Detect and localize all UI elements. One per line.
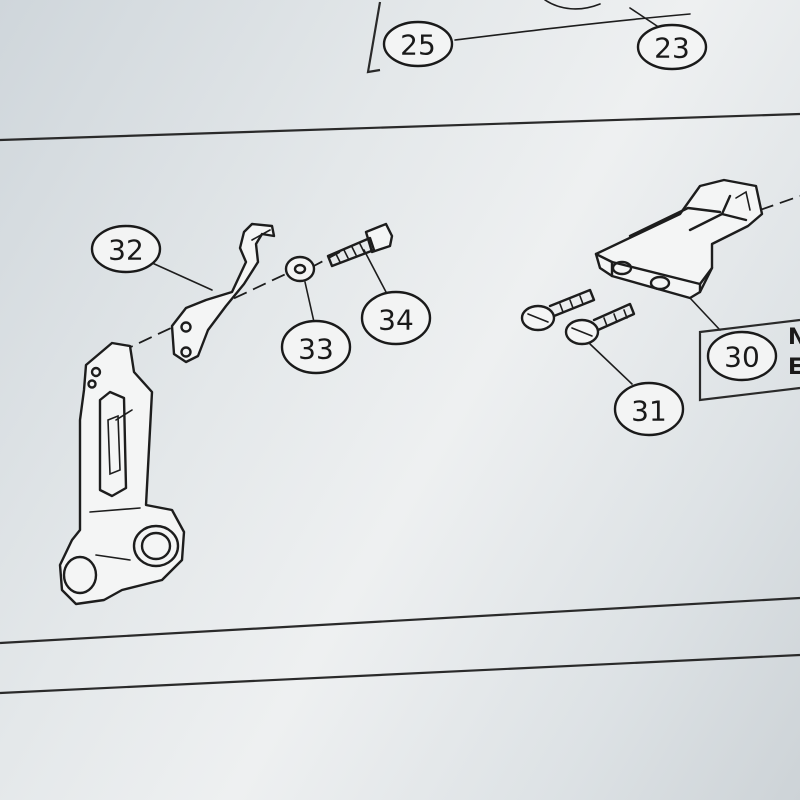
callout-34-label: 34 bbox=[378, 304, 414, 337]
assembly-axis-left-2 bbox=[309, 251, 341, 269]
leader-33 bbox=[304, 281, 315, 323]
section-divider-bottom-2 bbox=[0, 653, 800, 695]
section-divider-top bbox=[0, 112, 800, 142]
bracket-block-part-30 bbox=[594, 178, 764, 300]
callout-32-label: 32 bbox=[108, 234, 144, 267]
leader-30 bbox=[689, 297, 721, 331]
callout-34: 34 bbox=[360, 290, 432, 346]
section-divider-bottom-1 bbox=[0, 596, 800, 645]
bracket-part-32 bbox=[170, 222, 276, 364]
leader-34 bbox=[363, 249, 387, 293]
assembly-axis-right bbox=[759, 195, 800, 211]
top-section-bracket bbox=[366, 0, 691, 74]
screw-part-34 bbox=[326, 222, 394, 268]
washer-part-33 bbox=[284, 255, 316, 283]
callout-23: 23 bbox=[636, 23, 708, 71]
callout-25-label: 25 bbox=[400, 29, 436, 62]
callout-25: 25 bbox=[382, 20, 454, 68]
side-note-line1: N bbox=[788, 325, 800, 350]
screw-part-31a bbox=[520, 288, 596, 332]
arm-lever-part bbox=[58, 341, 186, 606]
leader-32 bbox=[149, 261, 213, 291]
callout-23-label: 23 bbox=[654, 32, 690, 65]
callout-30-label: 30 bbox=[724, 341, 760, 374]
callout-31-label: 31 bbox=[631, 395, 667, 428]
leader-31 bbox=[589, 343, 633, 385]
callout-31: 31 bbox=[613, 381, 685, 437]
screw-part-31b bbox=[564, 302, 636, 346]
callout-30-box: 30 N E bbox=[698, 318, 800, 402]
side-note-line2: E bbox=[788, 355, 800, 380]
callout-33: 33 bbox=[280, 319, 352, 375]
callout-32: 32 bbox=[90, 224, 162, 274]
callout-33-label: 33 bbox=[298, 333, 334, 366]
